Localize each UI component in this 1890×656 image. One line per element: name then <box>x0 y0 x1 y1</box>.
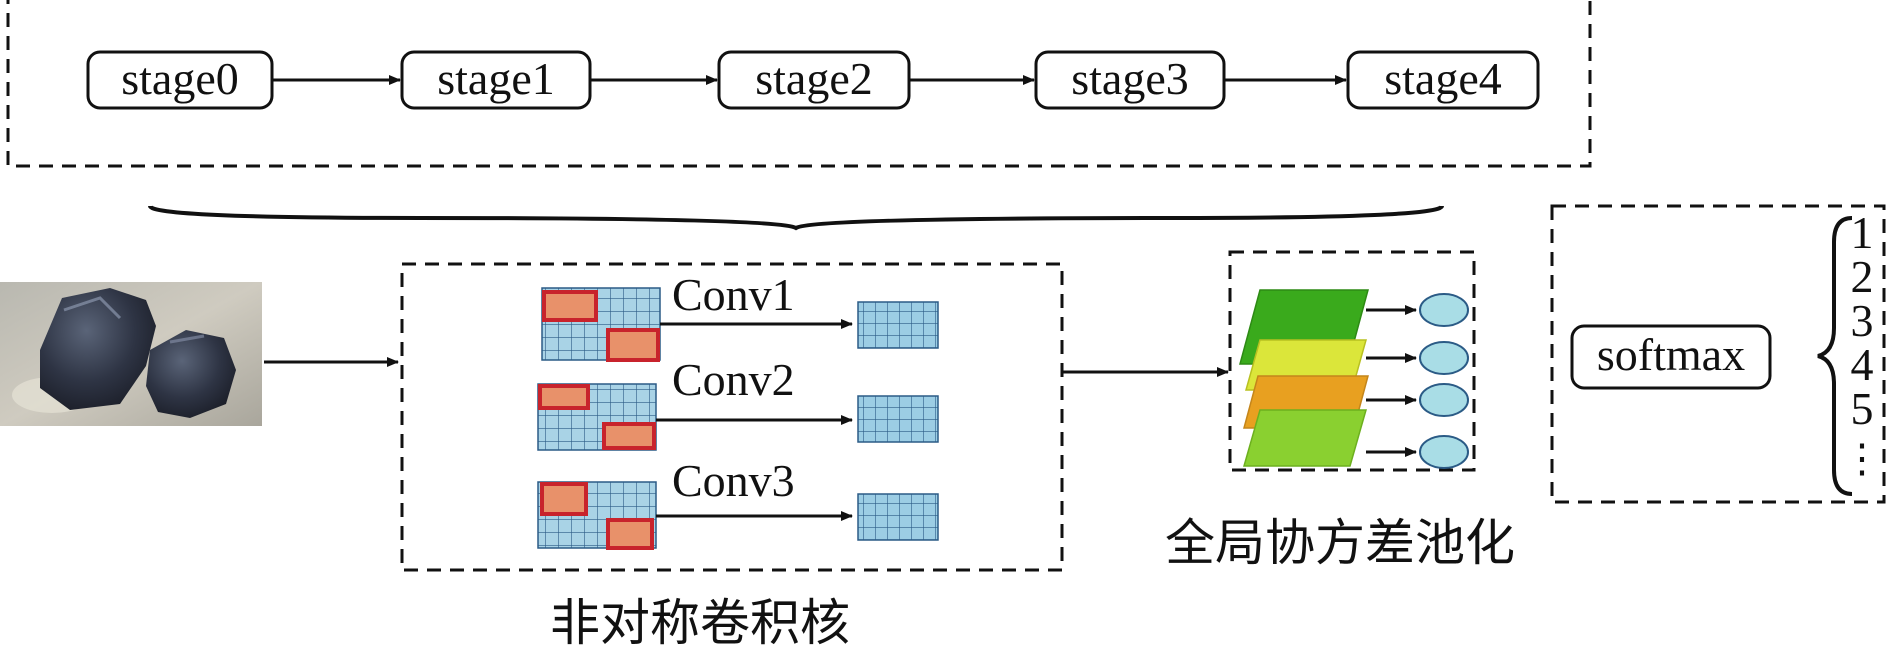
stage-3-label: stage3 <box>1071 53 1189 104</box>
softmax-label: softmax <box>1597 329 1745 380</box>
conv1-label: Conv1 <box>672 269 795 320</box>
stage-1-label: stage1 <box>437 53 555 104</box>
brace-vertical <box>1817 216 1853 496</box>
pool-node-1 <box>1419 293 1469 327</box>
class-label-1: 1 <box>1851 207 1874 258</box>
backbone-box <box>6 0 1592 168</box>
stage-0: stage0 <box>86 50 274 110</box>
softmax-box <box>1570 324 1772 390</box>
stage-2-label: stage2 <box>755 53 873 104</box>
conv1-output-grid <box>857 301 939 349</box>
conv3-output-grid <box>857 493 939 541</box>
pool-node-3 <box>1419 383 1469 417</box>
conv3-label: Conv3 <box>672 455 795 506</box>
pool-node-4 <box>1419 435 1469 469</box>
pool-node-2 <box>1419 341 1469 375</box>
input-image <box>0 282 262 426</box>
stage-1: stage1 <box>400 50 592 110</box>
class-label-5: 5 <box>1851 383 1874 434</box>
class-label-3: 3 <box>1851 295 1874 346</box>
stage-4: stage4 <box>1346 50 1540 110</box>
stage-3: stage3 <box>1034 50 1226 110</box>
pooling-caption: 全局协方差池化 <box>1165 514 1515 572</box>
stage-0-label: stage0 <box>121 53 239 104</box>
class-label-more: ⋮ <box>1842 436 1882 481</box>
conv3-input-grid <box>537 481 657 550</box>
asym-kernel-box <box>400 262 1064 572</box>
class-label-2: 2 <box>1851 251 1874 302</box>
class-label-4: 4 <box>1851 339 1874 390</box>
feature-layers <box>1239 289 1369 467</box>
conv2-label: Conv2 <box>672 354 795 405</box>
brace-horizontal <box>148 204 1444 231</box>
stage-4-label: stage4 <box>1384 53 1502 104</box>
conv2-output-grid <box>857 395 939 443</box>
pooling-box <box>1228 250 1476 472</box>
stage-2: stage2 <box>717 50 911 110</box>
asym-kernel-caption: 非对称卷积核 <box>550 594 850 652</box>
conv1-input-grid <box>541 287 661 362</box>
feature-layer-4 <box>1243 409 1367 467</box>
conv2-input-grid <box>537 383 657 451</box>
softmax-region <box>1550 204 1886 504</box>
